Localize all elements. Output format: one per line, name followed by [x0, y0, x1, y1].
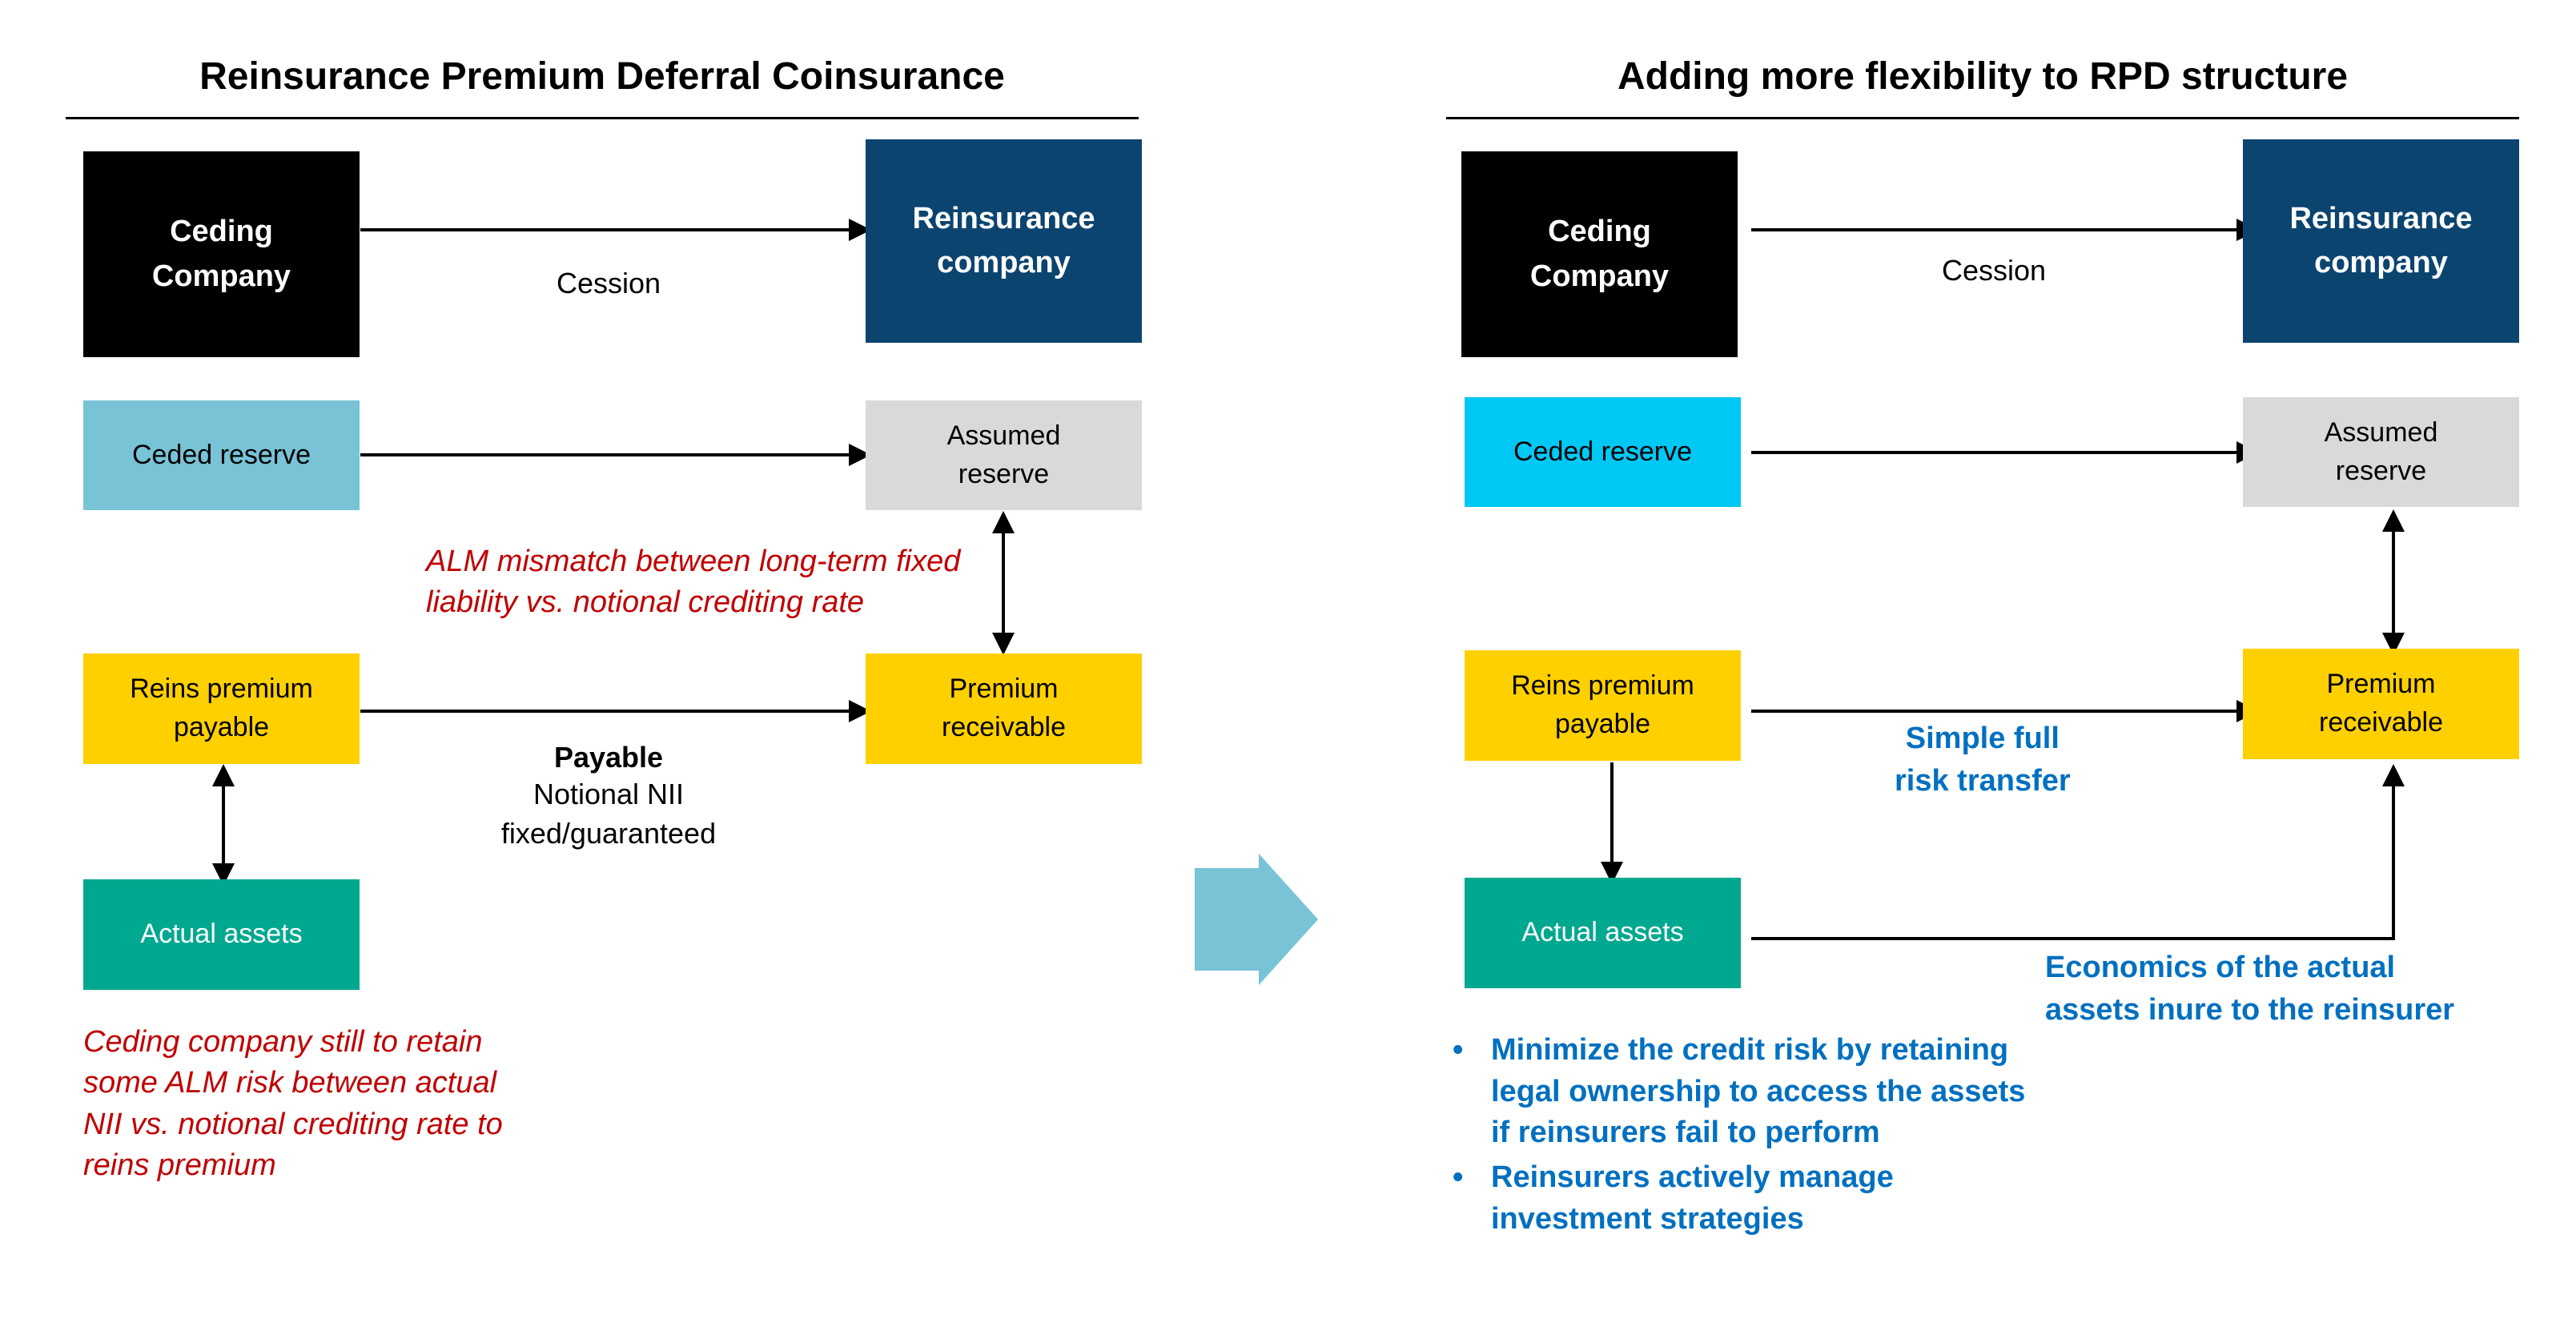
right-title: Adding more flexibility to RPD structure [1617, 55, 2349, 98]
right-assumed-reserve-label: Assumed reserve [2324, 416, 2438, 486]
right-assumed-reserve-box: Assumed reserve [2243, 397, 2519, 507]
left-ceded-reserve-label: Ceded reserve [131, 439, 311, 470]
left-ceding-company-box: Ceding Company [83, 151, 360, 357]
left-cession-label: Cession [556, 267, 661, 300]
right-ceded-reserve-box: Ceded reserve [1465, 397, 1741, 507]
right-reins-premium-payable-label: Reins premium payable [1511, 670, 1694, 739]
left-assumed-reserve-label: Assumed reserve [946, 420, 1061, 489]
right-reinsurance-company-box: Reinsurance company [2243, 139, 2519, 343]
left-actual-assets-box: Actual assets [83, 879, 360, 990]
right-actual-assets-label: Actual assets [1521, 917, 1684, 948]
right-ceded-reserve-label: Ceded reserve [1513, 436, 1692, 467]
left-premium-receivable-label: Premium receivable [942, 674, 1066, 742]
left-reins-premium-payable-box: Reins premium payable [83, 653, 360, 764]
right-bullet-item: • Minimize the credit risk by retaining l… [1449, 1030, 2106, 1154]
right-assets-to-receivable-arrow [1751, 783, 2395, 940]
left-ceded-reserve-box: Ceded reserve [83, 400, 360, 510]
left-ceding-company-label: Ceding Company [151, 215, 291, 293]
left-premium-receivable-box: Premium receivable [866, 653, 1142, 764]
transition-arrow-icon [1195, 854, 1318, 985]
right-bullet-list: • Minimize the credit risk by retaining l… [1449, 1030, 2106, 1243]
left-payable-subtext: Notional NII fixed/guaranteed [500, 778, 717, 850]
right-bullet-text: Reinsurers actively manage investment st… [1491, 1160, 1894, 1236]
right-economics-note: Economics of the actual assets inure to … [2045, 951, 2455, 1027]
left-bottom-note: Ceding company still to retain some ALM … [83, 1025, 503, 1182]
right-ceding-company-label: Ceding Company [1529, 215, 1670, 293]
left-actual-assets-label: Actual assets [140, 919, 303, 950]
right-simple-risk-transfer-note: Simple full risk transfer [1895, 722, 2071, 798]
right-reins-premium-payable-box: Reins premium payable [1465, 650, 1741, 761]
right-ceding-company-box: Ceding Company [1461, 151, 1738, 357]
left-reinsurance-company-label: Reinsurance company [912, 201, 1095, 279]
right-reinsurance-company-label: Reinsurance company [2289, 201, 2473, 279]
left-title-rule [66, 117, 1139, 119]
left-alm-mismatch-note: ALM mismatch between long-term fixed lia… [426, 545, 961, 620]
left-title: Reinsurance Premium Deferral Coinsurance [199, 55, 1005, 98]
left-assumed-reserve-box: Assumed reserve [866, 400, 1142, 510]
right-premium-receivable-box: Premium receivable [2243, 649, 2519, 759]
right-premium-receivable-label: Premium receivable [2319, 669, 2443, 738]
right-title-rule [1446, 117, 2519, 119]
right-bullet-item: • Reinsurers actively manage investment s… [1449, 1157, 2106, 1240]
left-payable-label: Payable [553, 741, 664, 774]
bullet-dot-icon: • [1453, 1033, 1464, 1067]
left-reins-premium-payable-label: Reins premium payable [130, 674, 313, 742]
right-bullet-text: Minimize the credit risk by retaining le… [1491, 1033, 2026, 1150]
right-actual-assets-box: Actual assets [1465, 878, 1741, 988]
left-reinsurance-company-box: Reinsurance company [866, 139, 1142, 343]
bullet-dot-icon: • [1453, 1160, 1464, 1195]
right-cession-label: Cession [1941, 254, 2047, 287]
